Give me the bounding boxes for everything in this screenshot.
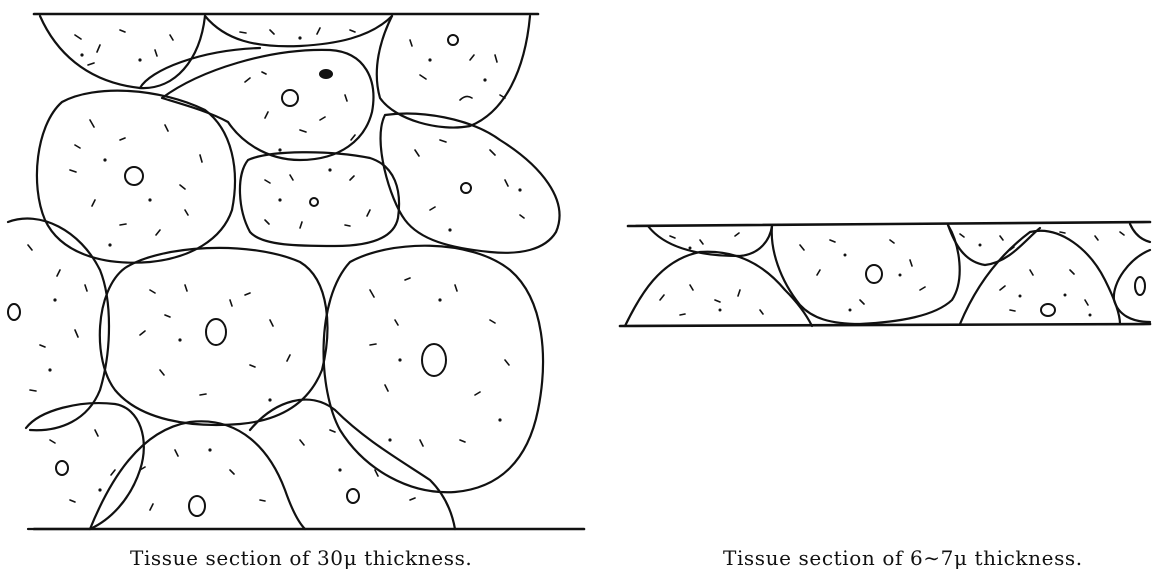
thin-section-drawing xyxy=(620,222,1150,326)
cell-outline xyxy=(240,152,399,246)
cell-outline xyxy=(324,246,543,493)
cell-outline xyxy=(948,225,1040,265)
nucleus xyxy=(125,167,143,185)
nucleus xyxy=(310,198,318,206)
nucleus xyxy=(8,304,20,320)
cytoplasm-marks xyxy=(28,28,524,510)
cell-outline xyxy=(250,400,455,529)
cell-outline xyxy=(8,219,109,431)
cell-outline xyxy=(40,16,205,88)
nucleus xyxy=(347,489,359,503)
cell-outline xyxy=(625,252,812,326)
thin-section-bottom-edge xyxy=(620,324,1150,326)
thin-section-top-edge xyxy=(628,222,1150,226)
cytoplasm-marks xyxy=(660,232,1124,315)
nucleus xyxy=(189,496,205,516)
cell-outline xyxy=(1130,224,1150,242)
nucleus xyxy=(56,461,68,475)
dark-granule xyxy=(319,69,333,79)
cell-outline xyxy=(100,248,328,425)
cell-outline xyxy=(377,16,530,128)
nucleus xyxy=(1041,304,1055,316)
cell-outline xyxy=(205,16,392,46)
nucleus xyxy=(206,319,226,345)
nucleus xyxy=(461,183,471,193)
thick-section-caption: Tissue section of 30μ thickness. xyxy=(130,546,472,570)
nucleus xyxy=(448,35,458,45)
cell-outline xyxy=(37,91,235,263)
cell-outline xyxy=(381,114,560,253)
nucleus xyxy=(422,344,446,376)
cell-outline xyxy=(90,421,305,529)
nucleus xyxy=(1135,277,1145,295)
nucleus xyxy=(866,265,882,283)
thick-section-drawing xyxy=(8,14,584,529)
nucleus xyxy=(282,90,298,106)
cell-outline xyxy=(140,48,260,88)
cell-outline xyxy=(26,403,144,529)
thin-section-caption: Tissue section of 6∼7μ thickness. xyxy=(723,546,1083,570)
